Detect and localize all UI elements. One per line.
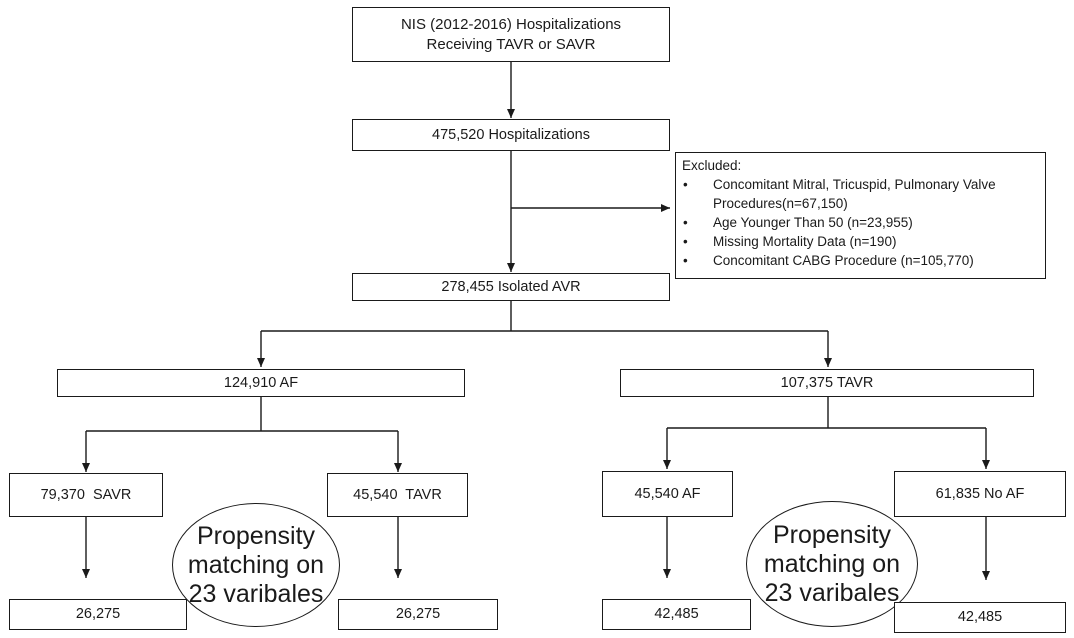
excluded-item: Age Younger Than 50 (n=23,955) <box>682 213 1039 232</box>
hospitalizations-label: 475,520 Hospitalizations <box>432 126 590 143</box>
tavr-no-af-box: 61,835 No AF <box>894 471 1066 517</box>
excluded-title: Excluded: <box>682 158 742 173</box>
matching-line-2: matching on <box>763 549 901 578</box>
af-tavr-matched-box: 26,275 <box>338 599 498 630</box>
tavr-af-matched-box: 42,485 <box>602 599 751 630</box>
matching-line-3: 23 varibales <box>764 578 900 607</box>
excluded-item-text: Missing Mortality Data (n=190) <box>713 234 897 249</box>
tavr-box: 107,375 TAVR <box>620 369 1034 397</box>
af-box: 124,910 AF <box>57 369 465 397</box>
excluded-item: Concomitant Mitral, Tricuspid, Pulmonary… <box>682 175 1039 213</box>
tavr-af-matched-label: 42,485 <box>654 606 699 623</box>
excluded-item-text: Age Younger Than 50 (n=23,955) <box>713 215 913 230</box>
af-savr-matched-box: 26,275 <box>9 599 187 630</box>
excluded-item-text: Concomitant CABG Procedure (n=105,770) <box>713 253 974 268</box>
excluded-box: Excluded: Concomitant Mitral, Tricuspid,… <box>675 152 1046 279</box>
af-savr-matched-label: 26,275 <box>75 606 121 623</box>
source-box: NIS (2012-2016) Hospitalizations Receivi… <box>352 7 670 62</box>
tavr-af-box: 45,540 AF <box>602 471 733 517</box>
tavr-af-label: 45,540 AF <box>634 485 701 502</box>
matching-line-1: Propensity <box>772 520 892 549</box>
propensity-matching-oval-left: Propensity matching on 23 varibales <box>172 503 340 627</box>
excluded-item: Missing Mortality Data (n=190) <box>682 232 1039 251</box>
tavr-no-af-matched-label: 42,485 <box>957 609 1003 626</box>
tavr-no-af-label: 61,835 No AF <box>935 485 1025 502</box>
excluded-item-text: Concomitant Mitral, Tricuspid, Pulmonary… <box>713 177 996 192</box>
tavr-label: 107,375 TAVR <box>780 374 874 391</box>
af-label: 124,910 AF <box>223 374 299 391</box>
matching-line-1: Propensity <box>196 521 316 550</box>
source-line-2: Receiving TAVR or SAVR <box>426 35 596 53</box>
excluded-list: Concomitant Mitral, Tricuspid, Pulmonary… <box>682 175 1039 270</box>
source-line-1: NIS (2012-2016) Hospitalizations <box>400 16 622 33</box>
hospitalizations-box: 475,520 Hospitalizations <box>352 119 670 151</box>
matching-line-2: matching on <box>187 550 325 579</box>
isolated-avr-box: 278,455 Isolated AVR <box>352 273 670 301</box>
matching-line-3: 23 varibales <box>188 579 324 608</box>
af-tavr-box: 45,540 TAVR <box>327 473 468 517</box>
isolated-avr-label: 278,455 Isolated AVR <box>441 278 581 295</box>
excluded-item: Concomitant CABG Procedure (n=105,770) <box>682 251 1039 270</box>
propensity-matching-oval-right: Propensity matching on 23 varibales <box>746 501 918 627</box>
af-savr-label: 79,370 SAVR <box>40 486 132 503</box>
af-savr-box: 79,370 SAVR <box>9 473 163 517</box>
af-tavr-label: 45,540 TAVR <box>353 486 442 503</box>
tavr-no-af-matched-box: 42,485 <box>894 602 1066 633</box>
af-tavr-matched-label: 26,275 <box>395 606 441 623</box>
excluded-item-text-cont: Procedures(n=67,150) <box>713 196 848 211</box>
